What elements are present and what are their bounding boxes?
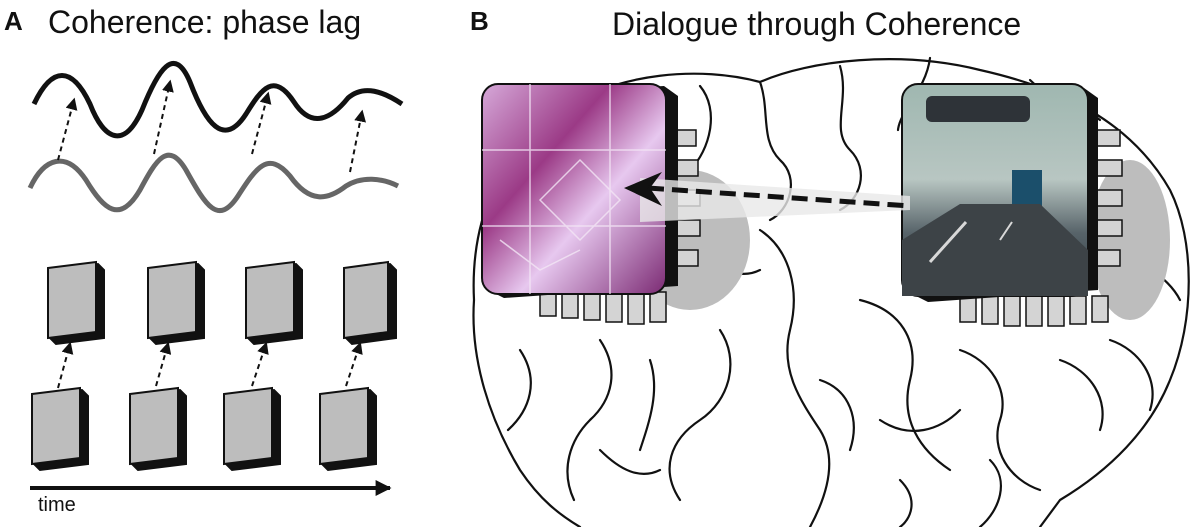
bottom-wave — [27, 152, 400, 214]
block-upper-3 — [245, 260, 303, 346]
left-chip-texture — [482, 84, 666, 294]
coherence-arrowhead — [624, 172, 662, 206]
right-chip-scene — [902, 96, 1088, 296]
block-lower-4 — [319, 386, 377, 472]
block-upper-2 — [147, 260, 205, 346]
block-arrows — [57, 341, 363, 389]
top-wave — [31, 61, 404, 139]
panel-b-diagram — [472, 56, 1190, 527]
block-upper-1 — [47, 260, 105, 346]
coherence-dashed-link — [647, 185, 911, 209]
lower-blocks — [31, 386, 377, 472]
upper-blocks — [47, 260, 397, 346]
block-lower-3 — [223, 386, 281, 472]
coherence-beam — [640, 178, 910, 222]
block-upper-4 — [343, 260, 397, 346]
block-lower-1 — [31, 386, 89, 472]
block-lower-2 — [129, 386, 187, 472]
panel-a-diagram — [27, 61, 404, 496]
panel-b-title: Dialogue through Coherence — [612, 6, 1022, 42]
panel-a-letter: A — [4, 6, 23, 36]
panel-a-title: Coherence: phase lag — [48, 4, 362, 40]
phase-arrows — [57, 79, 367, 173]
time-axis-label: time — [38, 494, 76, 516]
panel-b-letter: B — [470, 6, 489, 36]
